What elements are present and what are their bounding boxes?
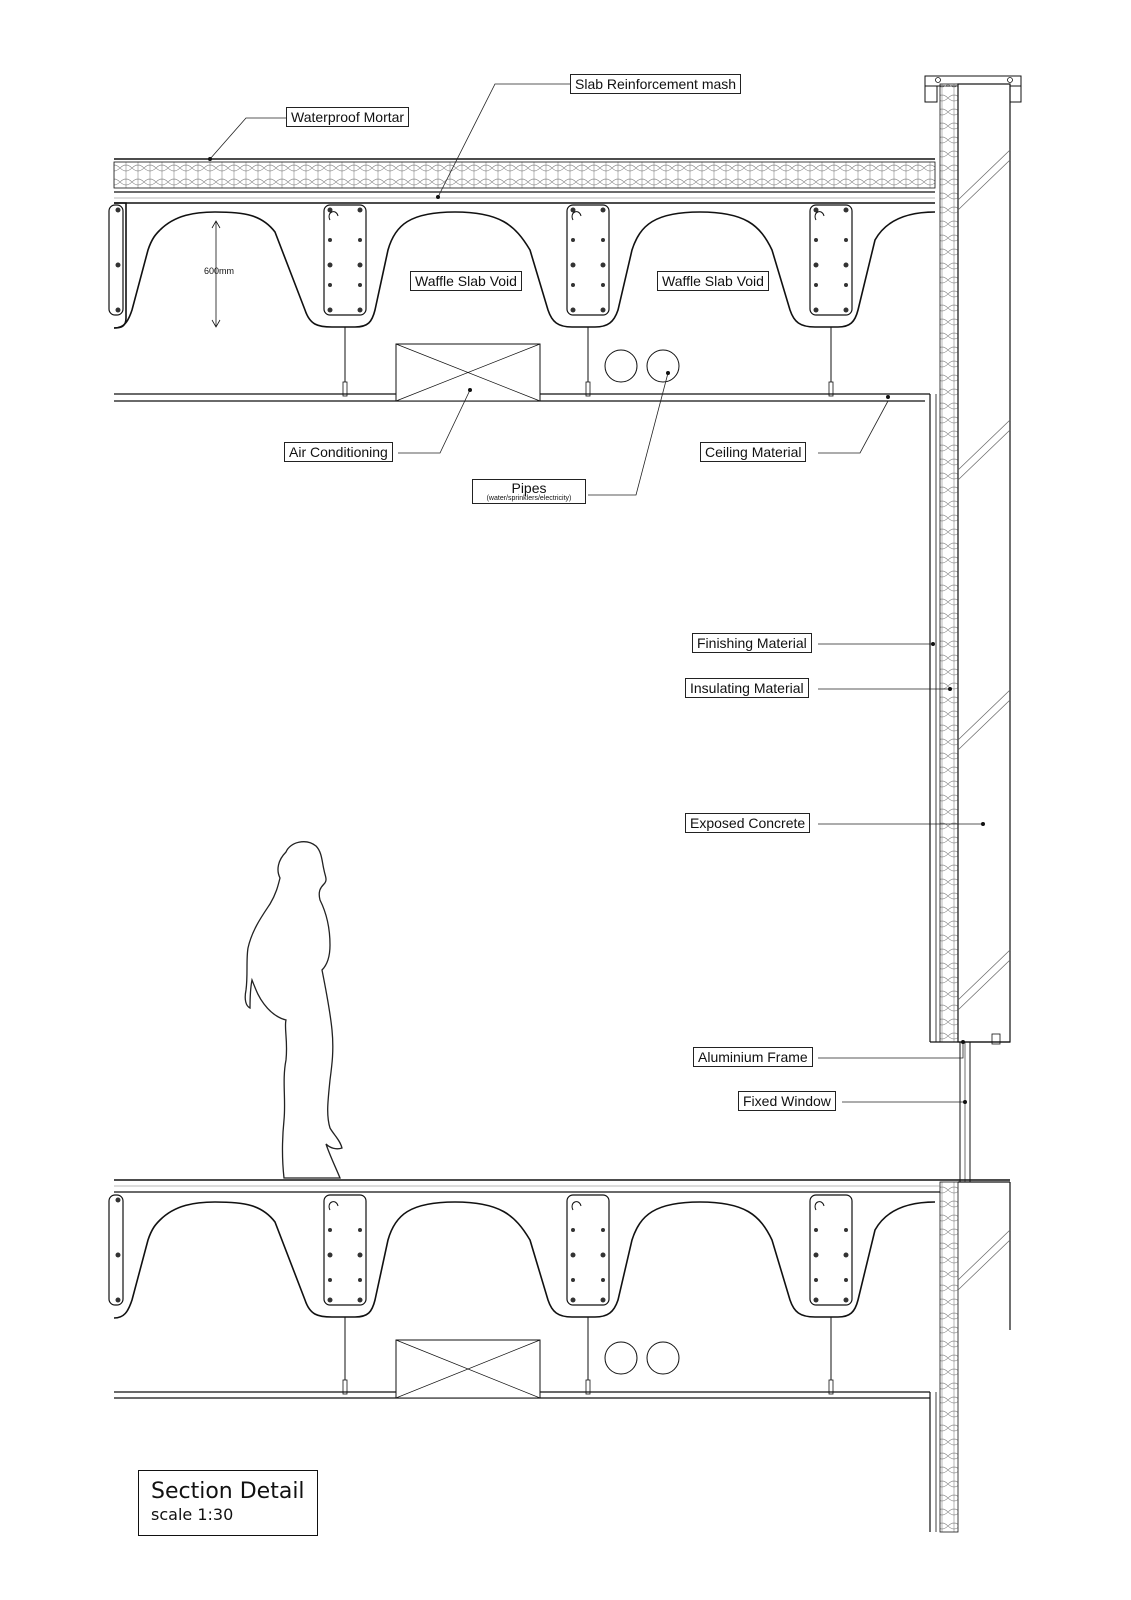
floor-slab	[108, 1179, 1010, 1399]
label-pipes-subtitle: (water/sprinklers/electricity)	[486, 495, 572, 502]
label-aluminium-frame: Aluminium Frame	[693, 1047, 813, 1067]
label-fixed-window: Fixed Window	[738, 1091, 836, 1111]
title-block: Section Detail scale 1:30	[138, 1470, 318, 1536]
label-exposed-concrete: Exposed Concrete	[685, 813, 811, 833]
dimension-600mm: 600mm	[204, 266, 235, 276]
label-finishing-material: Finishing Material	[692, 633, 812, 653]
label-waffle-void-1: Waffle Slab Void	[410, 271, 522, 291]
human-figure-icon	[244, 841, 343, 1179]
label-pipes-title: Pipes	[511, 480, 547, 496]
drawing-title: Section Detail	[151, 1479, 305, 1504]
leader-dots	[208, 157, 985, 1104]
label-pipes: Pipes (water/sprinklers/electricity)	[472, 479, 586, 504]
label-waffle-void-2: Waffle Slab Void	[657, 271, 769, 291]
label-ceiling-material: Ceiling Material	[700, 442, 807, 462]
label-insulating-material: Insulating Material	[685, 678, 809, 698]
label-slab-reinforcement: Slab Reinforcement mash	[570, 74, 742, 94]
label-waterproof-mortar: Waterproof Mortar	[286, 107, 410, 127]
leader-lines	[209, 83, 983, 1103]
drawing-scale: scale 1:30	[151, 1505, 234, 1524]
roof-slab	[108, 158, 936, 402]
label-air-conditioning: Air Conditioning	[284, 442, 393, 462]
external-wall	[924, 75, 1022, 1533]
